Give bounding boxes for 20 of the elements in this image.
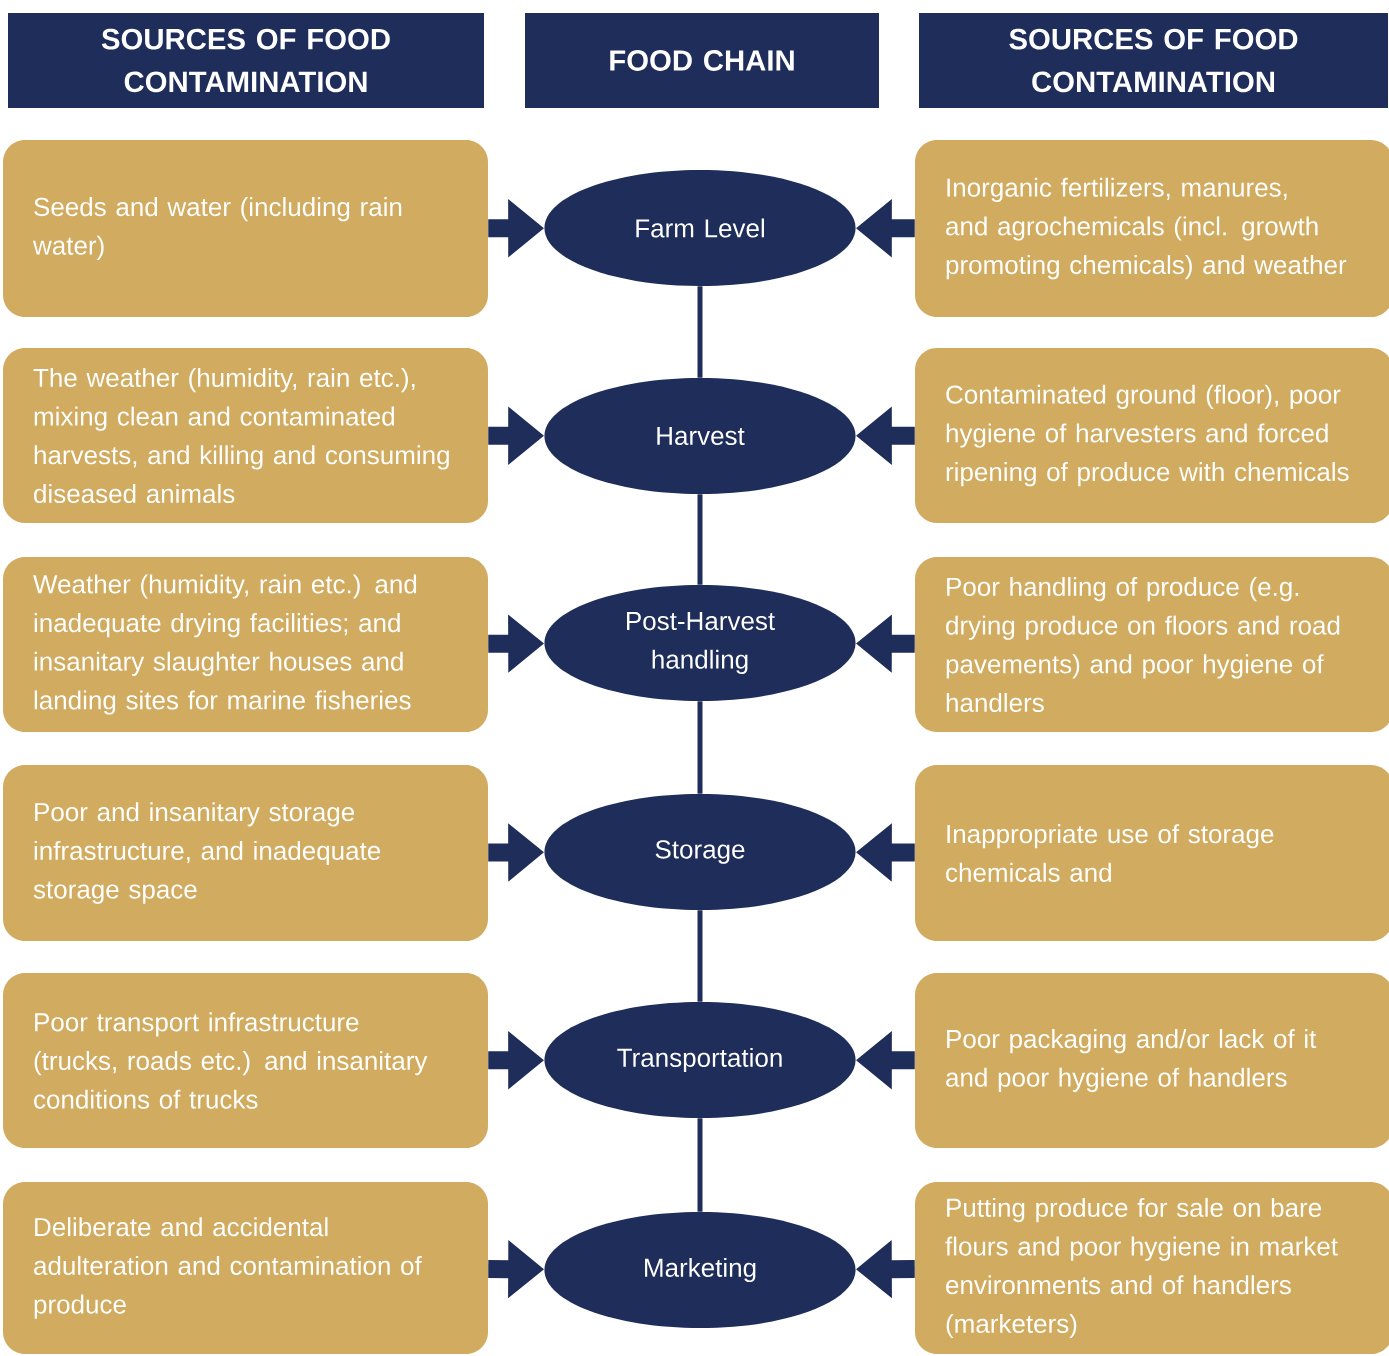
connector-line [697,1118,703,1212]
source-box: Contaminated ground (floor), poor hygiene of harvesters and forced ripening of produce with chemicals [915,348,1389,523]
source-box: Seeds and water (including rain water) [3,140,488,317]
connector-line [697,286,703,378]
source-box: Poor packaging and/or lack of it and poor hygiene of handlers [915,973,1389,1148]
connector-line [697,701,703,794]
source-box: Poor transport infrastructure (trucks, roads etc.) and insanitary conditions of trucks [3,973,488,1148]
source-box: Poor and insanitary storage infrastructure, and inadequate storage space [3,765,488,941]
connector-line [697,910,703,1002]
column-header: FOOD CHAIN [525,13,879,108]
source-box: Putting produce for sale on bare flours and poor hygiene in market environments and of handlers (marketers) [915,1182,1389,1354]
column-header: SOURCES OF FOOD CONTAMINATION [8,13,484,108]
source-box: Inorganic fertilizers, manures, and agrochemicals (incl. growth promoting chemicals) and weather [915,140,1389,317]
column-header: SOURCES OF FOOD CONTAMINATION [919,13,1388,108]
source-box: The weather (humidity, rain etc.), mixing clean and contaminated harvests, and killing and consuming diseased animals [3,348,488,523]
source-box: Poor handling of produce (e.g. drying produce on floors and road pavements) and poor hygiene of handlers [915,557,1389,732]
source-box: Inappropriate use of storage chemicals and [915,765,1389,941]
connector-line [697,494,703,585]
source-box: Weather (humidity, rain etc.) and inadequate drying facilities; and insanitary slaughter houses and landing sites for marine fisheries [3,557,488,732]
source-box: Deliberate and accidental adulteration and contamination of produce [3,1182,488,1354]
